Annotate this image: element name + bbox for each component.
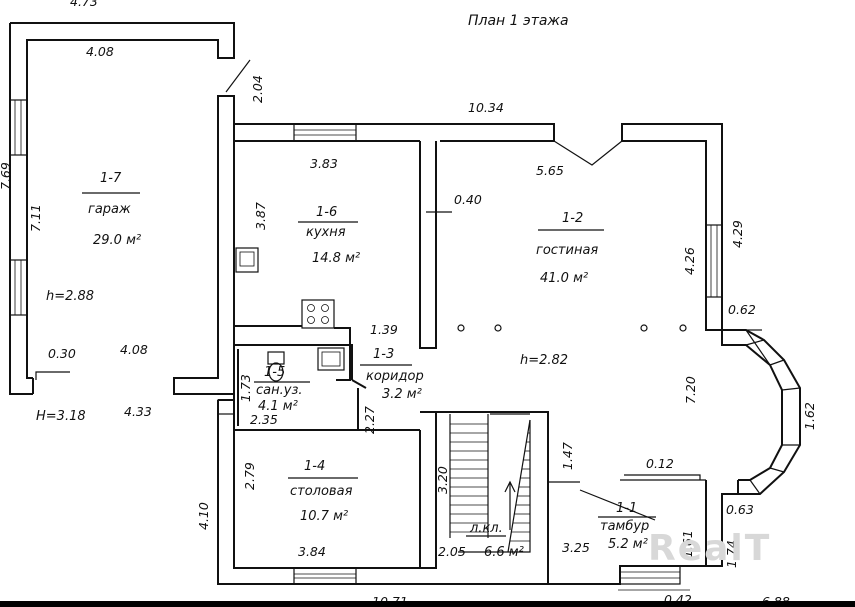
room-name: гостиная xyxy=(536,243,598,258)
room-label-bathroom: 1-5 сан.уз. 4.1 м² xyxy=(254,365,310,414)
room-id: 1-2 xyxy=(562,211,583,226)
garage-walls xyxy=(9,22,251,395)
staircase xyxy=(420,411,549,584)
dim-vestibule-height: 1.47 xyxy=(560,442,575,470)
room-label-garage: 1-7 гараж 29.0 м² xyxy=(82,171,141,248)
dim-living-top: 5.65 xyxy=(536,163,564,178)
room-area: 5.2 м² xyxy=(608,537,648,552)
living-bay-walls xyxy=(548,329,801,591)
room-label-stair: л.кл. 6.6 м² xyxy=(466,521,524,560)
dim-living-right-inner: 4.26 xyxy=(682,247,697,275)
bathroom-walls xyxy=(233,344,367,431)
plan-title: План 1 этажа xyxy=(468,13,569,29)
room-id: 1-7 xyxy=(100,171,122,186)
room-label-corridor: 1-3 коридор 3.2 м² xyxy=(360,347,424,402)
ceiling-lights xyxy=(457,324,687,332)
room-name: л.кл. xyxy=(469,521,503,536)
room-name: гараж xyxy=(88,202,131,217)
dim-stair-width: 2.05 xyxy=(438,544,466,559)
dim-dining-height: 2.79 xyxy=(242,462,257,490)
watermark-logo: RealT xyxy=(648,528,771,569)
room-id: 1-3 xyxy=(373,347,394,362)
room-label-kitchen: 1-6 кухня 14.8 м² xyxy=(298,205,360,266)
dim-top-cut: 4.73 xyxy=(70,0,98,9)
room-id: 1-6 xyxy=(316,205,337,220)
dim-corridor-width: 1.39 xyxy=(370,322,398,337)
height-outside: H=3.18 xyxy=(36,409,86,424)
dim-bath-width: 2.35 xyxy=(250,412,278,427)
dim-garage-bottom-outer: 4.33 xyxy=(124,404,152,419)
room-label-living: 1-2 гостиная 41.0 м² xyxy=(536,211,604,286)
dim-garage-top: 4.08 xyxy=(86,44,114,59)
room-label-vestibule: 1-1 тамбур 5.2 м² xyxy=(598,501,656,552)
height-main: h=2.82 xyxy=(520,353,568,368)
dim-total-top: 10.34 xyxy=(468,100,504,115)
dim-partition: 0.40 xyxy=(454,192,482,207)
dim-vestibule-top: 0.12 xyxy=(646,456,674,471)
room-area: 29.0 м² xyxy=(93,233,141,248)
room-area: 10.7 м² xyxy=(300,509,348,524)
dim-dining-width: 3.84 xyxy=(298,544,326,559)
kitchen-walls xyxy=(233,141,452,381)
room-name: коридор xyxy=(366,369,424,384)
dim-kitchen-top: 3.83 xyxy=(310,156,338,171)
room-name: тамбур xyxy=(600,519,649,534)
room-name: сан.уз. xyxy=(256,383,302,398)
dim-living-right-outer: 4.29 xyxy=(730,220,745,248)
room-area: 4.1 м² xyxy=(258,399,298,414)
dim-vestibule-outer: 1.74 xyxy=(724,540,739,568)
room-label-dining: 1-4 столовая 10.7 м² xyxy=(288,459,358,524)
dim-garage-door: 0.30 xyxy=(48,346,76,361)
dim-kitchen-side: 3.87 xyxy=(253,202,268,230)
dim-bath-side: 2.27 xyxy=(362,406,377,434)
room-id: 1-1 xyxy=(616,501,637,516)
room-area: 3.2 м² xyxy=(382,387,422,402)
room-name: столовая xyxy=(290,484,353,499)
room-area: 6.6 м² xyxy=(484,545,524,560)
dim-stair-height: 3.20 xyxy=(435,466,450,494)
dim-living-mid: 7.20 xyxy=(683,376,698,404)
dim-garage-left-outer: 7.69 xyxy=(0,162,13,190)
dining-walls xyxy=(217,399,548,585)
room-area: 14.8 м² xyxy=(312,251,360,266)
bottom-edge-bar xyxy=(0,601,855,607)
dim-vestibule-side: 1.61 xyxy=(680,530,695,558)
room-name: кухня xyxy=(306,225,346,240)
height-garage: h=2.88 xyxy=(46,289,94,304)
room-id: 1-4 xyxy=(304,459,325,474)
dim-garage-left: 7.11 xyxy=(28,204,43,232)
dim-diagonal: 2.04 xyxy=(250,75,265,103)
dim-bay-b: 1.62 xyxy=(802,402,817,430)
dim-bath-height: 1.73 xyxy=(238,374,253,402)
dim-bay-c: 0.63 xyxy=(726,502,754,517)
room-area: 41.0 м² xyxy=(540,271,588,286)
dim-stair-side: 3.25 xyxy=(562,540,590,555)
dim-garage-bottom-inner: 4.08 xyxy=(120,342,148,357)
dim-left-outer: 4.10 xyxy=(196,502,211,530)
room-id: 1-5 xyxy=(264,365,285,380)
dim-bay-a: 0.62 xyxy=(728,302,756,317)
